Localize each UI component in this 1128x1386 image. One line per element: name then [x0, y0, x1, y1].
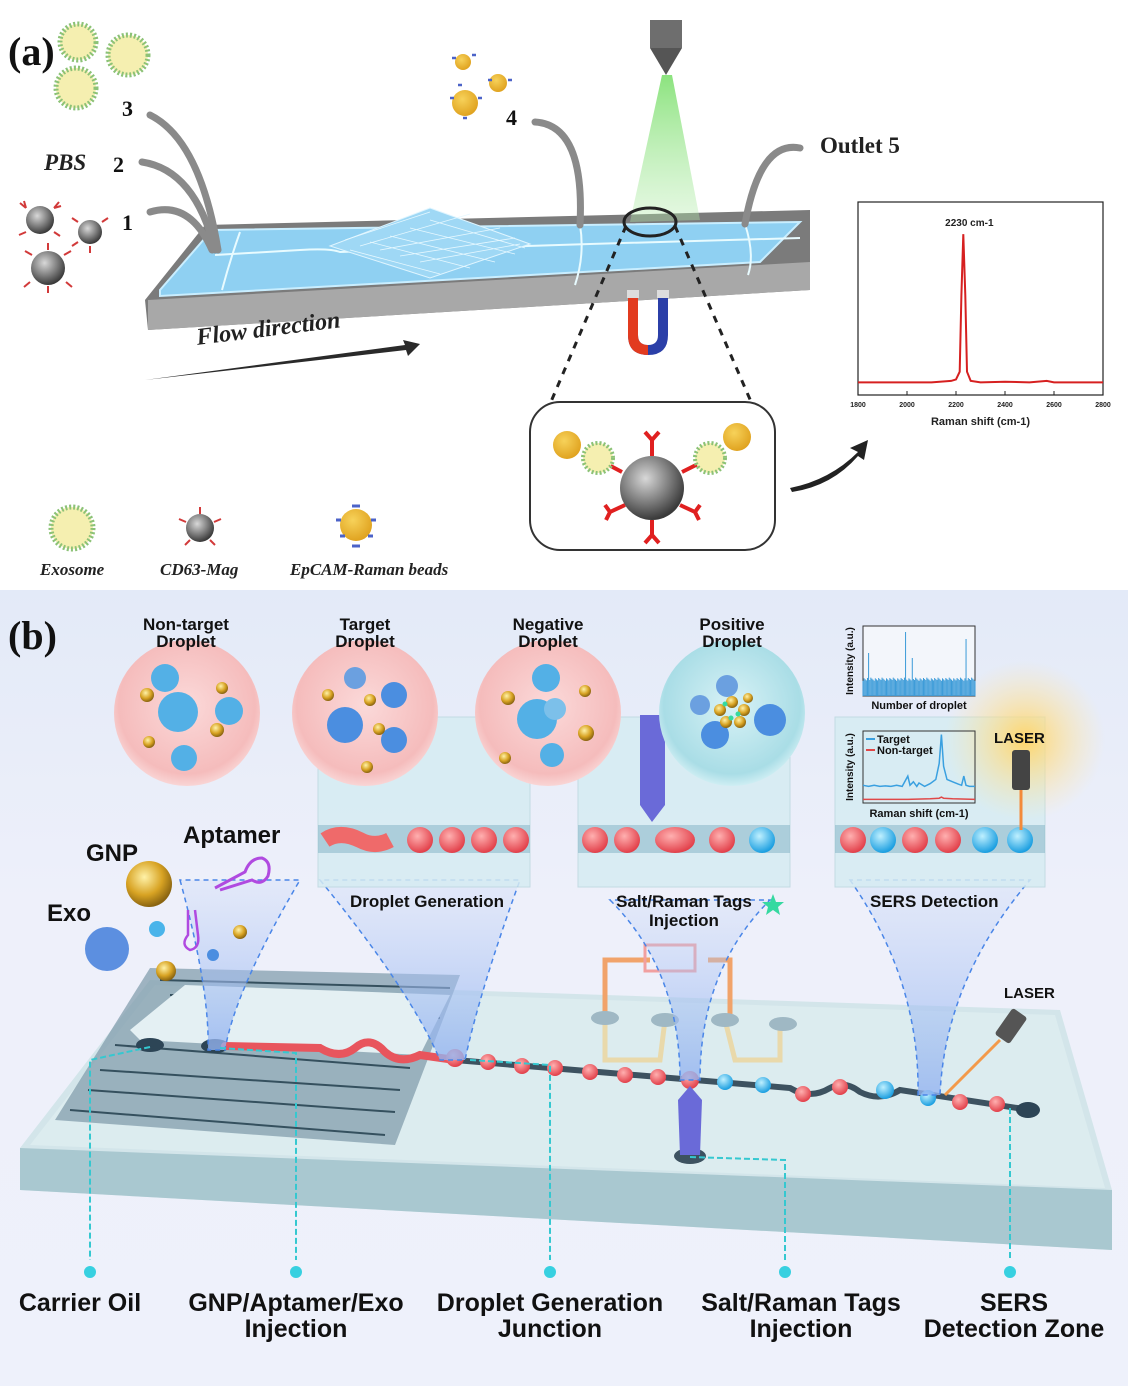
legend-exosome-icon [48, 504, 96, 552]
stage-sers-detection: SERS Detection [870, 892, 999, 911]
inlet-3-label: 3 [122, 96, 133, 121]
droplet-chip-illustration [20, 640, 1112, 1278]
stage-salt-injection: Salt/Raman Tags Injection [616, 892, 752, 930]
x-tick-label: 2000 [899, 402, 915, 409]
laser-label-top: LASER [994, 730, 1045, 747]
aptamer-icon [183, 856, 271, 952]
inlet-4-label: 4 [506, 105, 517, 130]
series-line-raman-spectrum [858, 234, 1103, 384]
outlet-hole [1016, 1102, 1040, 1118]
droplet-non-target [114, 640, 260, 786]
laser-label-chip: LASER [1004, 985, 1055, 1002]
droplet-intensity-chart: Number of droplet Intensity (a.u.) [845, 625, 976, 712]
plot-frame [862, 730, 976, 804]
stage-droplet-generation: Droplet Generation [350, 892, 504, 911]
panel-a-legend: Exosome CD63-Mag EpCAM-Raman beads [0, 500, 480, 590]
raman-bead-icon [450, 53, 512, 120]
x-tick-label: 1800 [850, 402, 866, 409]
label-gnp-injection: GNP/Aptamer/Exo Injection [188, 1289, 404, 1343]
x-axis-label: Raman shift (cm-1) [931, 416, 1030, 428]
flow-arrow-icon [145, 340, 420, 380]
x-tick-label: 2400 [997, 402, 1013, 409]
label-salt-injection: Salt/Raman Tags Injection [701, 1289, 901, 1343]
y-axis-label: Intensity (a.u.) [845, 627, 856, 695]
x-tick-label: 2600 [1046, 402, 1062, 409]
gnp-icon [126, 861, 172, 907]
droplet-title-negative: Negative Droplet [512, 615, 584, 651]
x-axis-label: Number of droplet [871, 700, 967, 712]
droplet-title-positive: Positive Droplet [699, 615, 765, 651]
outlet-label: Outlet 5 [820, 133, 900, 158]
small-particles [149, 921, 247, 981]
aqueous-stream [221, 1038, 459, 1064]
droplet-title-target: Target Droplet [335, 615, 395, 651]
chip-illustration-a [18, 20, 868, 551]
pbs-label: PBS [44, 150, 87, 175]
plot-frame [857, 201, 1104, 396]
raman-tag-star-icon [762, 894, 784, 915]
x-axis-label: Raman shift (cm-1) [869, 808, 968, 820]
legend-label: Non-target [877, 745, 933, 757]
exosome-icon [53, 21, 151, 111]
x-tick-label: 2800 [1095, 402, 1111, 409]
panel-a: (a) [0, 0, 1128, 590]
legend-label: Target [877, 734, 910, 746]
exo-label: Exo [47, 900, 92, 927]
channel-droplets [446, 1049, 1005, 1112]
callout-leaders [89, 1046, 1011, 1260]
aptamer-label: Aptamer [183, 822, 281, 849]
panel-b-label: (b) [8, 613, 57, 658]
panel-b: (b) [0, 590, 1128, 1386]
laser-icon [1012, 750, 1030, 830]
inlet-1-label: 1 [122, 210, 133, 235]
series-line-target [862, 734, 975, 788]
droplet-positive [659, 640, 805, 786]
y-axis-label: Intensity (a.u.) [845, 733, 856, 801]
peak-annotation: 2230 cm-1 [945, 218, 994, 229]
microfluidic-chip [145, 207, 810, 330]
legend-cd63-mag-icon [178, 507, 222, 546]
legend-exosome-label: Exosome [40, 560, 105, 579]
chip-laser-icon [943, 1008, 1027, 1097]
magnetic-bead-icon [18, 200, 109, 293]
droplet-target [292, 640, 438, 786]
laser-glow [945, 660, 1105, 820]
zoom-lines [548, 225, 754, 405]
capture-inset [529, 401, 776, 551]
series-line-non-target [863, 796, 976, 801]
salt-injector-icon [674, 1086, 706, 1164]
carrier-oil-inlet [136, 1038, 164, 1052]
inlet-2-label: 2 [113, 152, 124, 177]
zoom-funnels [179, 879, 1032, 1096]
label-droplet-junction: Droplet Generation Junction [436, 1289, 664, 1343]
x-tick-label: 2200 [948, 402, 964, 409]
droplet-title-non-target: Non-target Droplet [143, 615, 229, 651]
arrow-icon [790, 440, 868, 492]
legend-cd63-mag-label: CD63-Mag [160, 560, 239, 579]
legend-raman-beads-label: EpCAM-Raman beads [290, 560, 449, 579]
detection-spot [622, 206, 678, 238]
objective-lens-icon [630, 20, 700, 222]
legend-raman-bead-icon [336, 504, 376, 548]
gnp-label: GNP [86, 840, 139, 867]
inlet-tubes [138, 111, 804, 254]
panel-a-label: (a) [8, 29, 55, 74]
magnet-icon [627, 290, 669, 355]
label-sers-zone: SERS Detection Zone [923, 1289, 1105, 1343]
callout-dots [84, 1266, 1016, 1278]
droplet-negative [475, 640, 621, 786]
exo-icon [85, 927, 129, 971]
label-carrier-oil: Carrier Oil [18, 1289, 142, 1317]
